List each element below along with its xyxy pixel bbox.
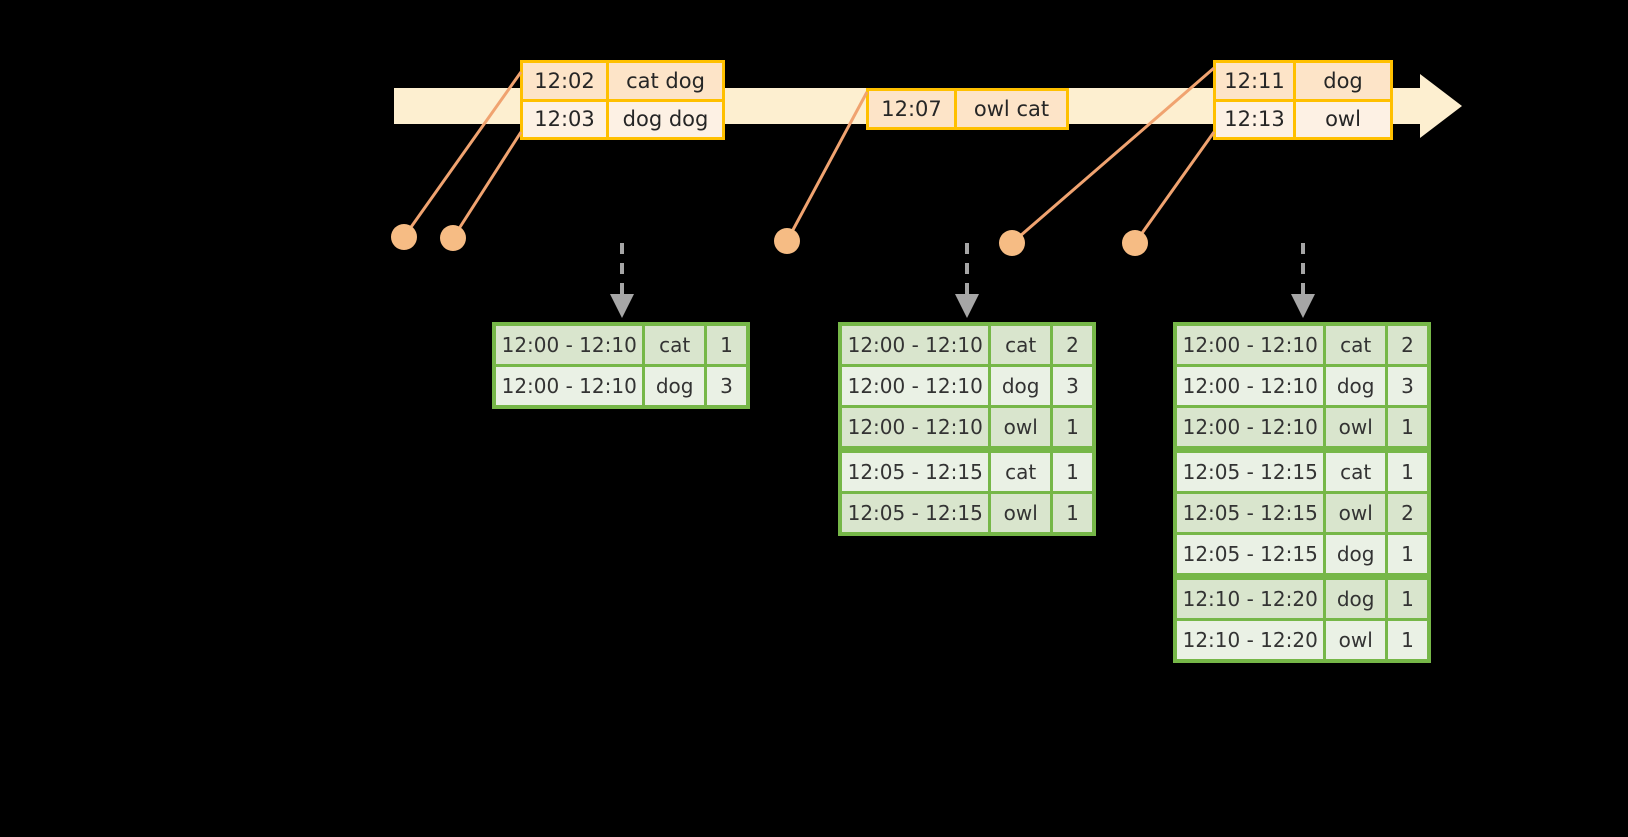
cell-count: 2 [1387, 326, 1428, 364]
event-dot-1[interactable] [391, 224, 417, 250]
cell-word: owl [991, 408, 1050, 446]
cell-window: 12:00 - 12:10 [496, 326, 643, 364]
cell-count: 3 [1052, 367, 1093, 405]
cell-word: cat [991, 453, 1050, 491]
cell-count: 1 [706, 326, 747, 364]
event-group-3[interactable]: 12:11 dog 12:13 owl [1213, 60, 1393, 140]
event-row[interactable]: 12:03 dog dog [523, 98, 722, 137]
cell-count: 1 [1387, 621, 1428, 659]
cell-count: 1 [1052, 408, 1093, 446]
cell-count: 3 [1387, 367, 1428, 405]
cell-window: 12:05 - 12:15 [842, 494, 989, 532]
connector-line-5 [1133, 131, 1216, 244]
cell-count: 1 [1387, 580, 1428, 618]
connector-line-2 [451, 131, 523, 239]
cell-window: 12:10 - 12:20 [1177, 621, 1324, 659]
cell-window: 12:00 - 12:10 [1177, 408, 1324, 446]
flow-arrow-head-3 [1291, 294, 1315, 318]
cell-count: 2 [1387, 494, 1428, 532]
event-group-2[interactable]: 12:07 owl cat [866, 88, 1069, 130]
cell-word: owl [1326, 494, 1385, 532]
cell-word: dog [1326, 580, 1385, 618]
cell-window: 12:10 - 12:20 [1177, 580, 1324, 618]
event-dot-2[interactable] [440, 225, 466, 251]
event-words: dog [1296, 63, 1390, 99]
cell-window: 12:05 - 12:15 [1177, 494, 1324, 532]
cell-word: dog [1326, 367, 1385, 405]
cell-window: 12:00 - 12:10 [842, 408, 989, 446]
cell-count: 1 [1052, 494, 1093, 532]
cell-count: 1 [1052, 453, 1093, 491]
event-group-1[interactable]: 12:02 cat dog 12:03 dog dog [520, 60, 725, 140]
event-row[interactable]: 12:02 cat dog [523, 63, 722, 99]
flow-arrow-head-2 [955, 294, 979, 318]
event-words: cat dog [609, 63, 722, 99]
cell-window: 12:00 - 12:10 [1177, 367, 1324, 405]
cell-word: cat [1326, 326, 1385, 364]
cell-count: 1 [1387, 453, 1428, 491]
event-row[interactable]: 12:13 owl [1216, 98, 1390, 137]
event-dot-5[interactable] [1122, 230, 1148, 256]
cell-word: owl [991, 494, 1050, 532]
event-time: 12:07 [869, 91, 957, 127]
event-row[interactable]: 12:11 dog [1216, 63, 1390, 99]
cell-word: dog [1326, 535, 1385, 573]
cell-count: 1 [1387, 535, 1428, 573]
cell-count: 1 [1387, 408, 1428, 446]
event-words: owl cat [957, 91, 1066, 127]
event-words: dog dog [609, 101, 722, 137]
cell-word: owl [1326, 621, 1385, 659]
cell-window: 12:00 - 12:10 [842, 367, 989, 405]
cell-word: dog [991, 367, 1050, 405]
timeline-arrowhead [1420, 74, 1462, 138]
cell-word: cat [645, 326, 704, 364]
cell-window: 12:00 - 12:10 [1177, 326, 1324, 364]
event-time: 12:02 [523, 63, 609, 99]
event-time: 12:13 [1216, 101, 1296, 137]
flow-arrow-head-1 [610, 294, 634, 318]
cell-window: 12:00 - 12:10 [842, 326, 989, 364]
cell-count: 2 [1052, 326, 1093, 364]
cell-window: 12:05 - 12:15 [1177, 535, 1324, 573]
cell-word: owl [1326, 408, 1385, 446]
cell-count: 3 [706, 367, 747, 405]
event-dot-3[interactable] [774, 228, 800, 254]
cell-window: 12:05 - 12:15 [1177, 453, 1324, 491]
cell-word: dog [645, 367, 704, 405]
event-time: 12:11 [1216, 63, 1296, 99]
event-time: 12:03 [523, 101, 609, 137]
cell-word: cat [1326, 453, 1385, 491]
event-words: owl [1296, 101, 1390, 137]
cell-window: 12:05 - 12:15 [842, 453, 989, 491]
cell-window: 12:00 - 12:10 [496, 367, 643, 405]
event-dot-4[interactable] [999, 230, 1025, 256]
event-row[interactable]: 12:07 owl cat [869, 91, 1066, 127]
cell-word: cat [991, 326, 1050, 364]
